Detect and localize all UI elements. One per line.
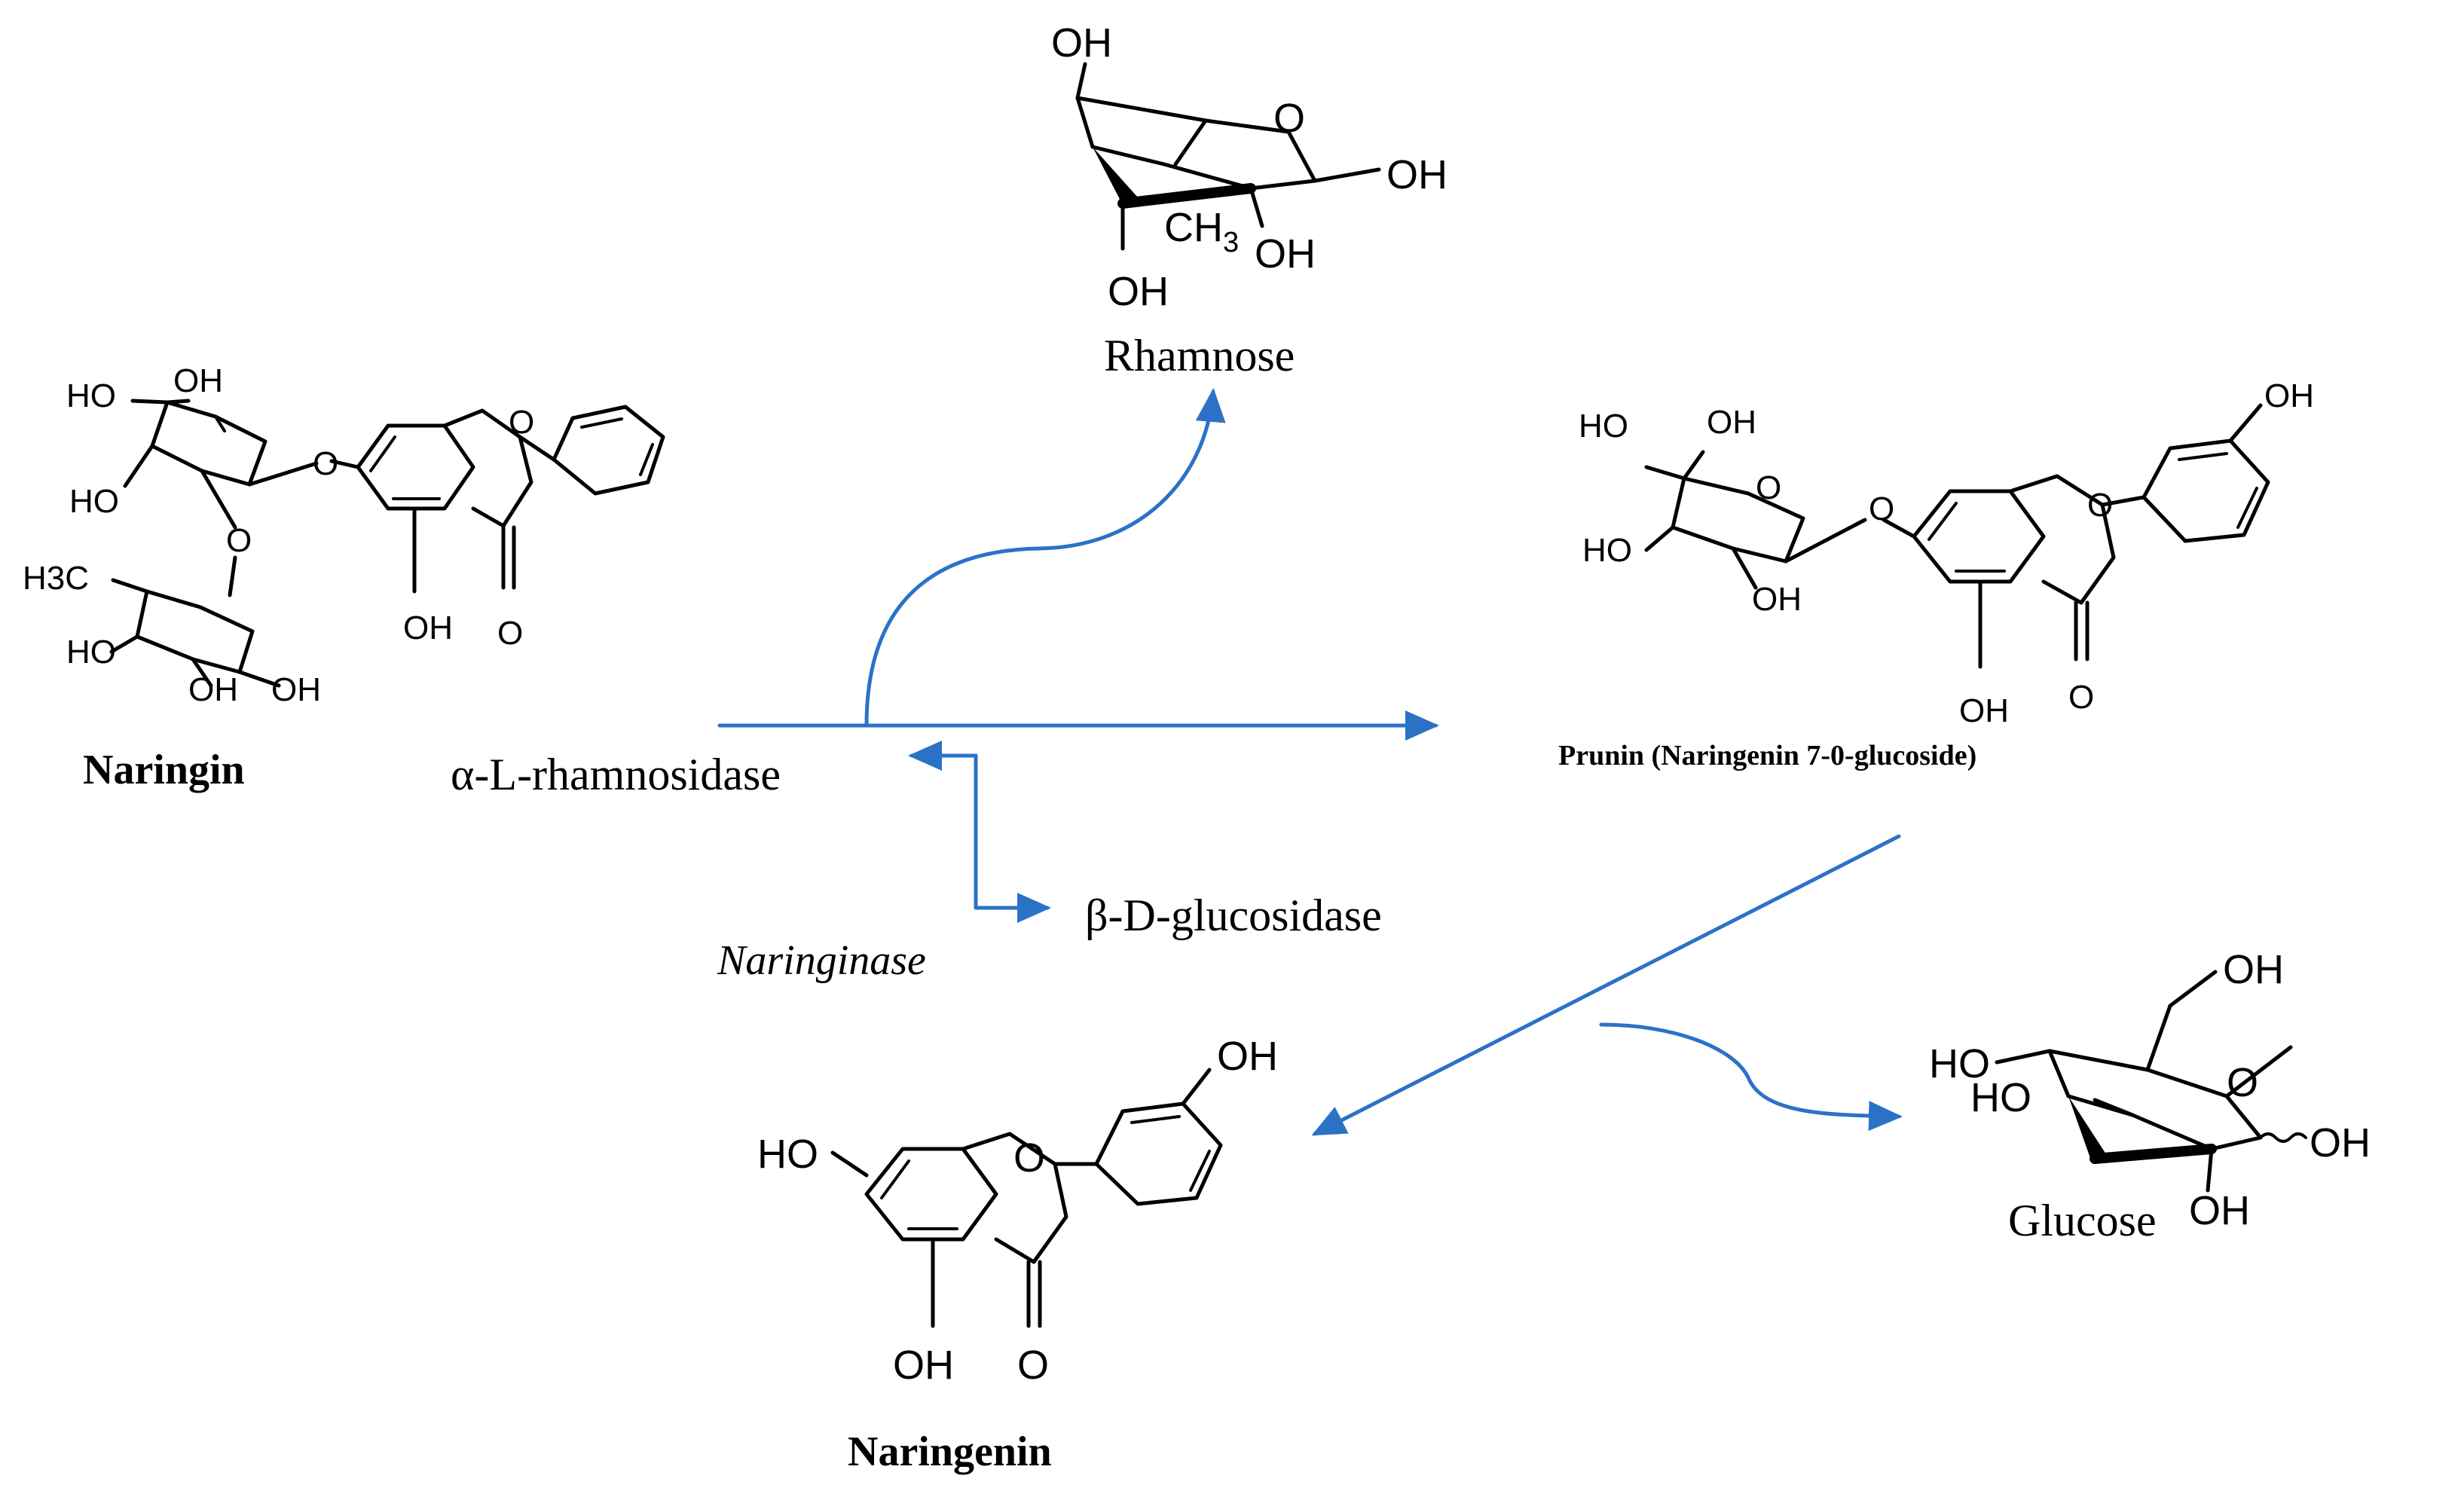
naringenin-oh-a: OH — [893, 1343, 954, 1388]
prunin-label: Prunin (Naringenin 7-0-glucoside) — [1558, 740, 1976, 771]
enzyme-branch-arrow — [974, 753, 1051, 923]
prunin-keto-o: O — [2068, 679, 2094, 716]
prunin-oh-2: OH — [1707, 404, 1756, 441]
glucose-label: Glucose — [2008, 1196, 2157, 1245]
naringin-label: Naringin — [83, 747, 245, 793]
naringin-ring-o: O — [509, 404, 534, 441]
prunin-oh-4: OH — [1752, 581, 1802, 618]
glucose-ring-o: O — [2227, 1060, 2258, 1105]
naringin-oh-1: HO — [66, 377, 116, 414]
prunin-oh-b: OH — [2264, 377, 2314, 414]
naringenin-oh-b: OH — [1217, 1034, 1278, 1079]
naringin-h3c: H3C — [23, 560, 89, 597]
prunin-oh-5: OH — [1959, 692, 2009, 729]
naringin-keto-o: O — [497, 615, 523, 652]
glucose-oh-bottom: OH — [2189, 1188, 2250, 1233]
rhamnose-ch: CH — [1164, 205, 1223, 250]
naringenin-keto-o: O — [1017, 1343, 1049, 1388]
glucose-oh-top: OH — [2223, 947, 2284, 992]
naringin-oh-7: OH — [403, 609, 453, 646]
rhamnose-ring-o: O — [1273, 96, 1305, 141]
rhamnose-release-arrow — [864, 388, 1226, 728]
glucose-ho-2: HO — [1970, 1075, 2031, 1120]
glucose-oh-right: OH — [2310, 1120, 2371, 1165]
prunin-oh-3: HO — [1582, 532, 1632, 569]
naringin-link-o: O — [313, 445, 338, 482]
prunin-structure — [1644, 403, 2270, 669]
rhamnose-oh-mid: OH — [1255, 231, 1316, 276]
beta-glucosidase-label: β-D-glucosidase — [1085, 891, 1382, 940]
rhamnose-oh-top: OH — [1051, 20, 1112, 66]
glucose-release-arrow — [1599, 1022, 1903, 1132]
rhamnose-label: Rhamnose — [1104, 331, 1295, 380]
alpha-rhamnosidase-label: α-L-rhamnosidase — [451, 750, 781, 799]
naringenin-label: Naringenin — [848, 1428, 1052, 1475]
rhamnose-ch3: CH3 — [1164, 205, 1239, 258]
prunin-link-o: O — [1869, 490, 1894, 527]
naringin-oh-5: OH — [188, 671, 238, 708]
prunin-ring-o: O — [2087, 487, 2113, 524]
glucose-ho-1: HO — [1929, 1041, 1990, 1086]
naringin-glyco-o: O — [226, 522, 252, 559]
naringin-structure — [109, 399, 665, 688]
naringin-oh-4: HO — [66, 634, 116, 671]
rhamnose-oh-bottom: OH — [1108, 269, 1169, 314]
naringenin-ho: HO — [757, 1132, 818, 1177]
naringin-oh-6: OH — [271, 671, 321, 708]
prunin-to-naringenin-arrow — [1311, 834, 1901, 1136]
rhamnose-structure — [1075, 62, 1381, 251]
naringenin-ring-o: O — [1013, 1135, 1045, 1181]
rhamnose-sub3: 3 — [1223, 227, 1239, 258]
prunin-oh-1: HO — [1579, 408, 1628, 445]
naringin-oh-3: HO — [69, 483, 119, 520]
naringin-oh-2: OH — [173, 362, 223, 399]
naringinase-label: Naringinase — [717, 937, 926, 984]
naringenin-structure — [830, 1068, 1223, 1328]
prunin-glu-o: O — [1756, 469, 1781, 506]
rhamnose-oh-right: OH — [1386, 152, 1448, 197]
glucose-structure — [1995, 970, 2307, 1193]
